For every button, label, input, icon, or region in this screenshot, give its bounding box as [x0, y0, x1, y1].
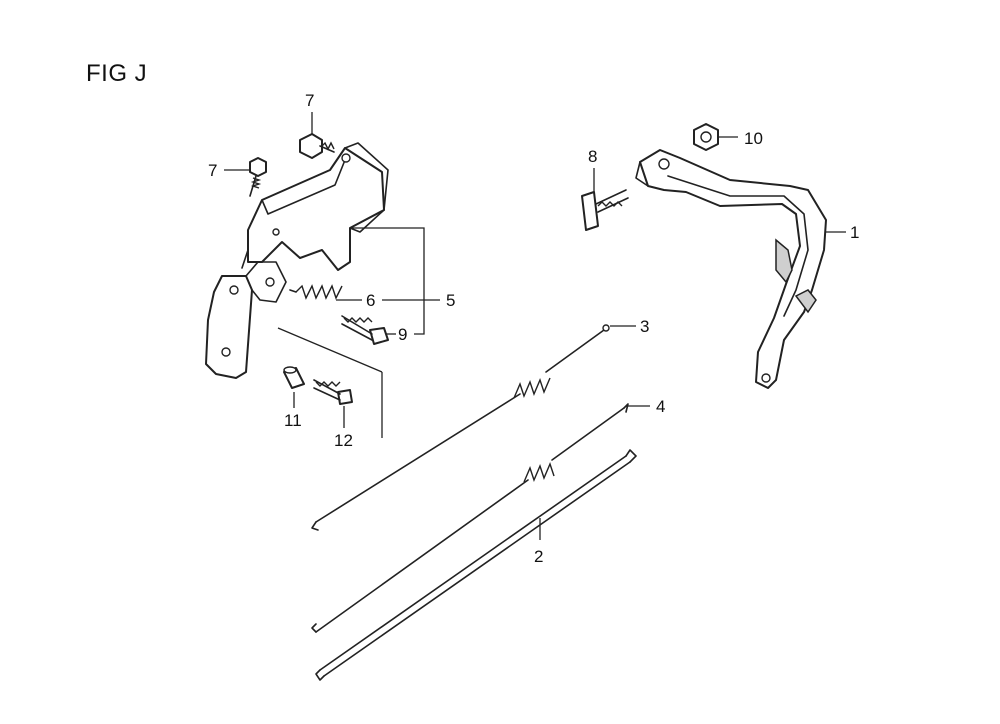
callout-12: 12	[334, 431, 353, 450]
rod-3	[311, 324, 610, 531]
callout-10: 10	[744, 129, 763, 148]
callout-7-upper: 7	[305, 91, 314, 110]
control-bracket	[205, 142, 389, 379]
callout-6: 6	[366, 291, 375, 310]
nut-10	[693, 123, 719, 151]
callout-3: 3	[640, 317, 649, 336]
figure-title: FIG J	[86, 60, 148, 87]
callout-4: 4	[656, 397, 665, 416]
bolt-8	[581, 189, 629, 231]
spring-6	[289, 284, 343, 300]
callout-1: 1	[850, 223, 859, 242]
callout-labels: 7 7 8 10 1 6 5 9 3 4 11 12 2	[208, 91, 859, 566]
callout-11: 11	[284, 411, 302, 430]
leader-lines	[224, 112, 846, 540]
collar-11	[283, 366, 305, 389]
rod-4	[311, 403, 629, 633]
bolt-7-lower	[249, 157, 267, 197]
screw-9	[341, 315, 389, 345]
rod-2	[315, 449, 637, 681]
callout-7-lower: 7	[208, 161, 217, 180]
control-lever	[635, 149, 827, 389]
callout-8: 8	[588, 147, 597, 166]
screw-12	[313, 379, 353, 405]
callout-2: 2	[534, 547, 543, 566]
callout-5: 5	[446, 291, 455, 310]
callout-9: 9	[398, 325, 407, 344]
bolt-7-upper	[299, 133, 335, 159]
